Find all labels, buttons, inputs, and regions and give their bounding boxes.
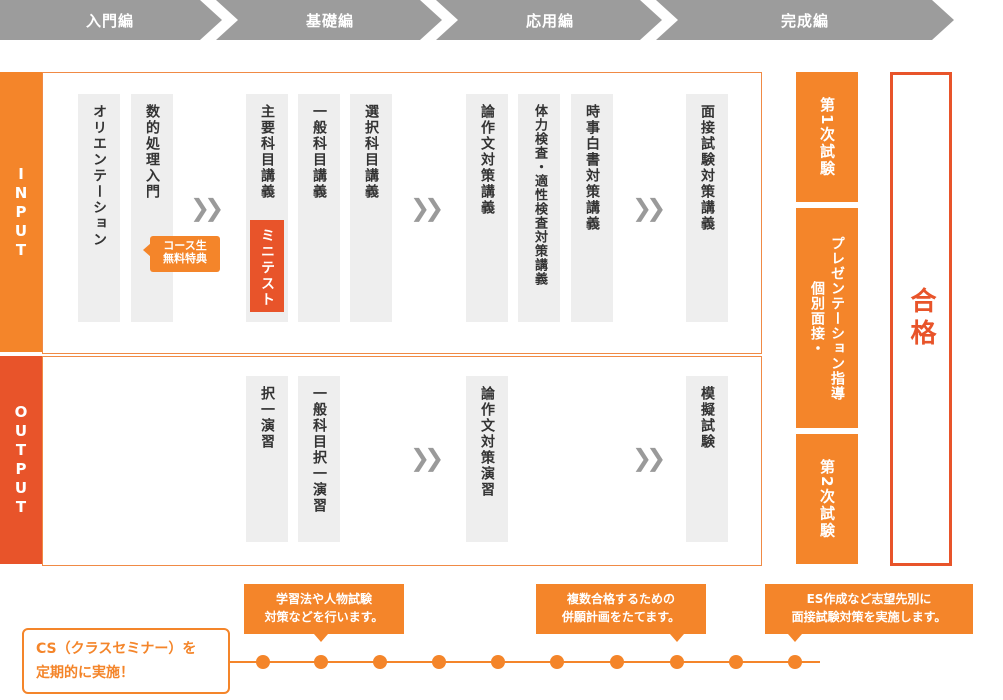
output-letter: U <box>14 479 28 497</box>
timeline-dot <box>610 655 624 669</box>
presentation-box: 個別面接・ プレゼンテーション指導 <box>796 208 858 428</box>
output-letter: T <box>15 441 27 459</box>
timeline-dot <box>729 655 743 669</box>
course-orientation: オリエンテーション <box>78 94 120 322</box>
course-label: 一般科目択一演習 <box>311 386 327 514</box>
mini-test-badge: ミニテスト <box>250 220 284 312</box>
timeline-dot <box>550 655 564 669</box>
course-choice-practice: 択一演習 <box>246 376 288 542</box>
callout-application-plan: 複数合格するための 併願計画をたてます。 <box>536 584 706 634</box>
pass-box: 合格 <box>890 72 952 566</box>
stage-applied-label: 応用編 <box>525 11 574 30</box>
timeline-dot <box>256 655 270 669</box>
class-seminar-box: CS（クラスセミナー）を 定期的に実施！ <box>22 628 230 694</box>
timeline-line <box>228 661 820 663</box>
input-side-label: I N P U T <box>0 72 42 352</box>
chevron-arrow-icon: ❯❯ <box>632 194 666 222</box>
course-current-affairs-lecture: 時事白書対策講義 <box>571 94 613 322</box>
input-letter: N <box>14 183 28 202</box>
course-essay-lecture: 論作文対策講義 <box>466 94 508 322</box>
callout-pointer <box>788 634 802 642</box>
pass-label: 合格 <box>906 287 936 351</box>
course-essay-practice: 論作文対策演習 <box>466 376 508 542</box>
stage-arrow-basic <box>216 0 442 40</box>
timeline-dot <box>314 655 328 669</box>
course-fitness-aptitude-lecture: 体力検査・適性検査対策講義 <box>518 94 560 322</box>
stage-arrow-intro <box>0 0 222 40</box>
timeline-dot <box>670 655 684 669</box>
chevron-arrow-icon: ❯❯ <box>410 444 444 472</box>
chevron-arrow-icon: ❯❯ <box>632 444 666 472</box>
second-exam-box: 第2次試験 <box>796 434 858 564</box>
mini-test-label: ミニテスト <box>259 228 275 308</box>
chevron-arrow-icon: ❯❯ <box>190 194 224 222</box>
course-math-intro: 数的処理入門 <box>131 94 173 322</box>
timeline-dot <box>788 655 802 669</box>
callout-study-method: 学習法や人物試験 対策などを行います。 <box>244 584 404 634</box>
output-panel <box>42 356 762 566</box>
output-letter: T <box>15 498 27 516</box>
class-seminar-line1: CS（クラスセミナー）を <box>36 641 197 657</box>
stage-arrow-applied <box>436 0 662 40</box>
stage-basic-label: 基礎編 <box>305 11 354 30</box>
timeline-dot <box>491 655 505 669</box>
callout-pointer <box>314 634 328 642</box>
free-bonus-badge: コース生 無料特典 <box>150 236 220 272</box>
course-label: 主要科目講義 <box>259 104 275 200</box>
course-general-lecture: 一般科目講義 <box>298 94 340 322</box>
course-interview-lecture: 面接試験対策講義 <box>686 94 728 322</box>
callout-interview-prep: ES作成など志望先別に 面接試験対策を実施します。 <box>765 584 973 634</box>
course-label: 面接試験対策講義 <box>699 104 715 232</box>
chevron-arrow-icon: ❯❯ <box>410 194 444 222</box>
stage-arrow-final <box>656 0 954 40</box>
input-letter: T <box>15 240 27 259</box>
course-label: オリエンテーション <box>91 104 107 248</box>
course-label: 数的処理入門 <box>144 104 160 200</box>
stage-intro-label: 入門編 <box>85 11 134 30</box>
callout-pointer <box>670 634 684 642</box>
course-label: 体力検査・適性検査対策講義 <box>532 104 547 286</box>
input-letter: U <box>14 221 28 240</box>
timeline-dot <box>373 655 387 669</box>
output-letter: P <box>15 460 27 478</box>
second-exam-label: 第2次試験 <box>818 458 836 540</box>
course-general-choice-practice: 一般科目択一演習 <box>298 376 340 542</box>
first-exam-label: 第1次試験 <box>818 96 836 178</box>
stage-header <box>0 0 954 40</box>
output-letter: O <box>14 403 28 421</box>
course-elective-lecture: 選択科目講義 <box>350 94 392 322</box>
class-seminar-line2: 定期的に実施！ <box>36 665 134 681</box>
course-label: 論作文対策演習 <box>479 386 495 498</box>
output-side-label: O U T P U T <box>0 356 42 564</box>
course-label: 一般科目講義 <box>311 104 327 200</box>
course-label: 時事白書対策講義 <box>584 104 600 232</box>
course-label: 模擬試験 <box>699 386 715 450</box>
input-letter: P <box>15 202 27 221</box>
presentation-label-b: 個別面接・ <box>809 280 825 356</box>
course-label: 論作文対策講義 <box>479 104 495 216</box>
stage-final-label: 完成編 <box>780 11 829 30</box>
course-mock-exam: 模擬試験 <box>686 376 728 542</box>
input-letter: I <box>18 164 24 183</box>
output-letter: U <box>14 422 28 440</box>
first-exam-box: 第1次試験 <box>796 72 858 202</box>
presentation-label-a: プレゼンテーション指導 <box>829 235 845 401</box>
course-label: 択一演習 <box>259 386 275 450</box>
badge-pointer <box>143 243 151 257</box>
course-label: 選択科目講義 <box>363 104 379 200</box>
timeline-dot <box>432 655 446 669</box>
